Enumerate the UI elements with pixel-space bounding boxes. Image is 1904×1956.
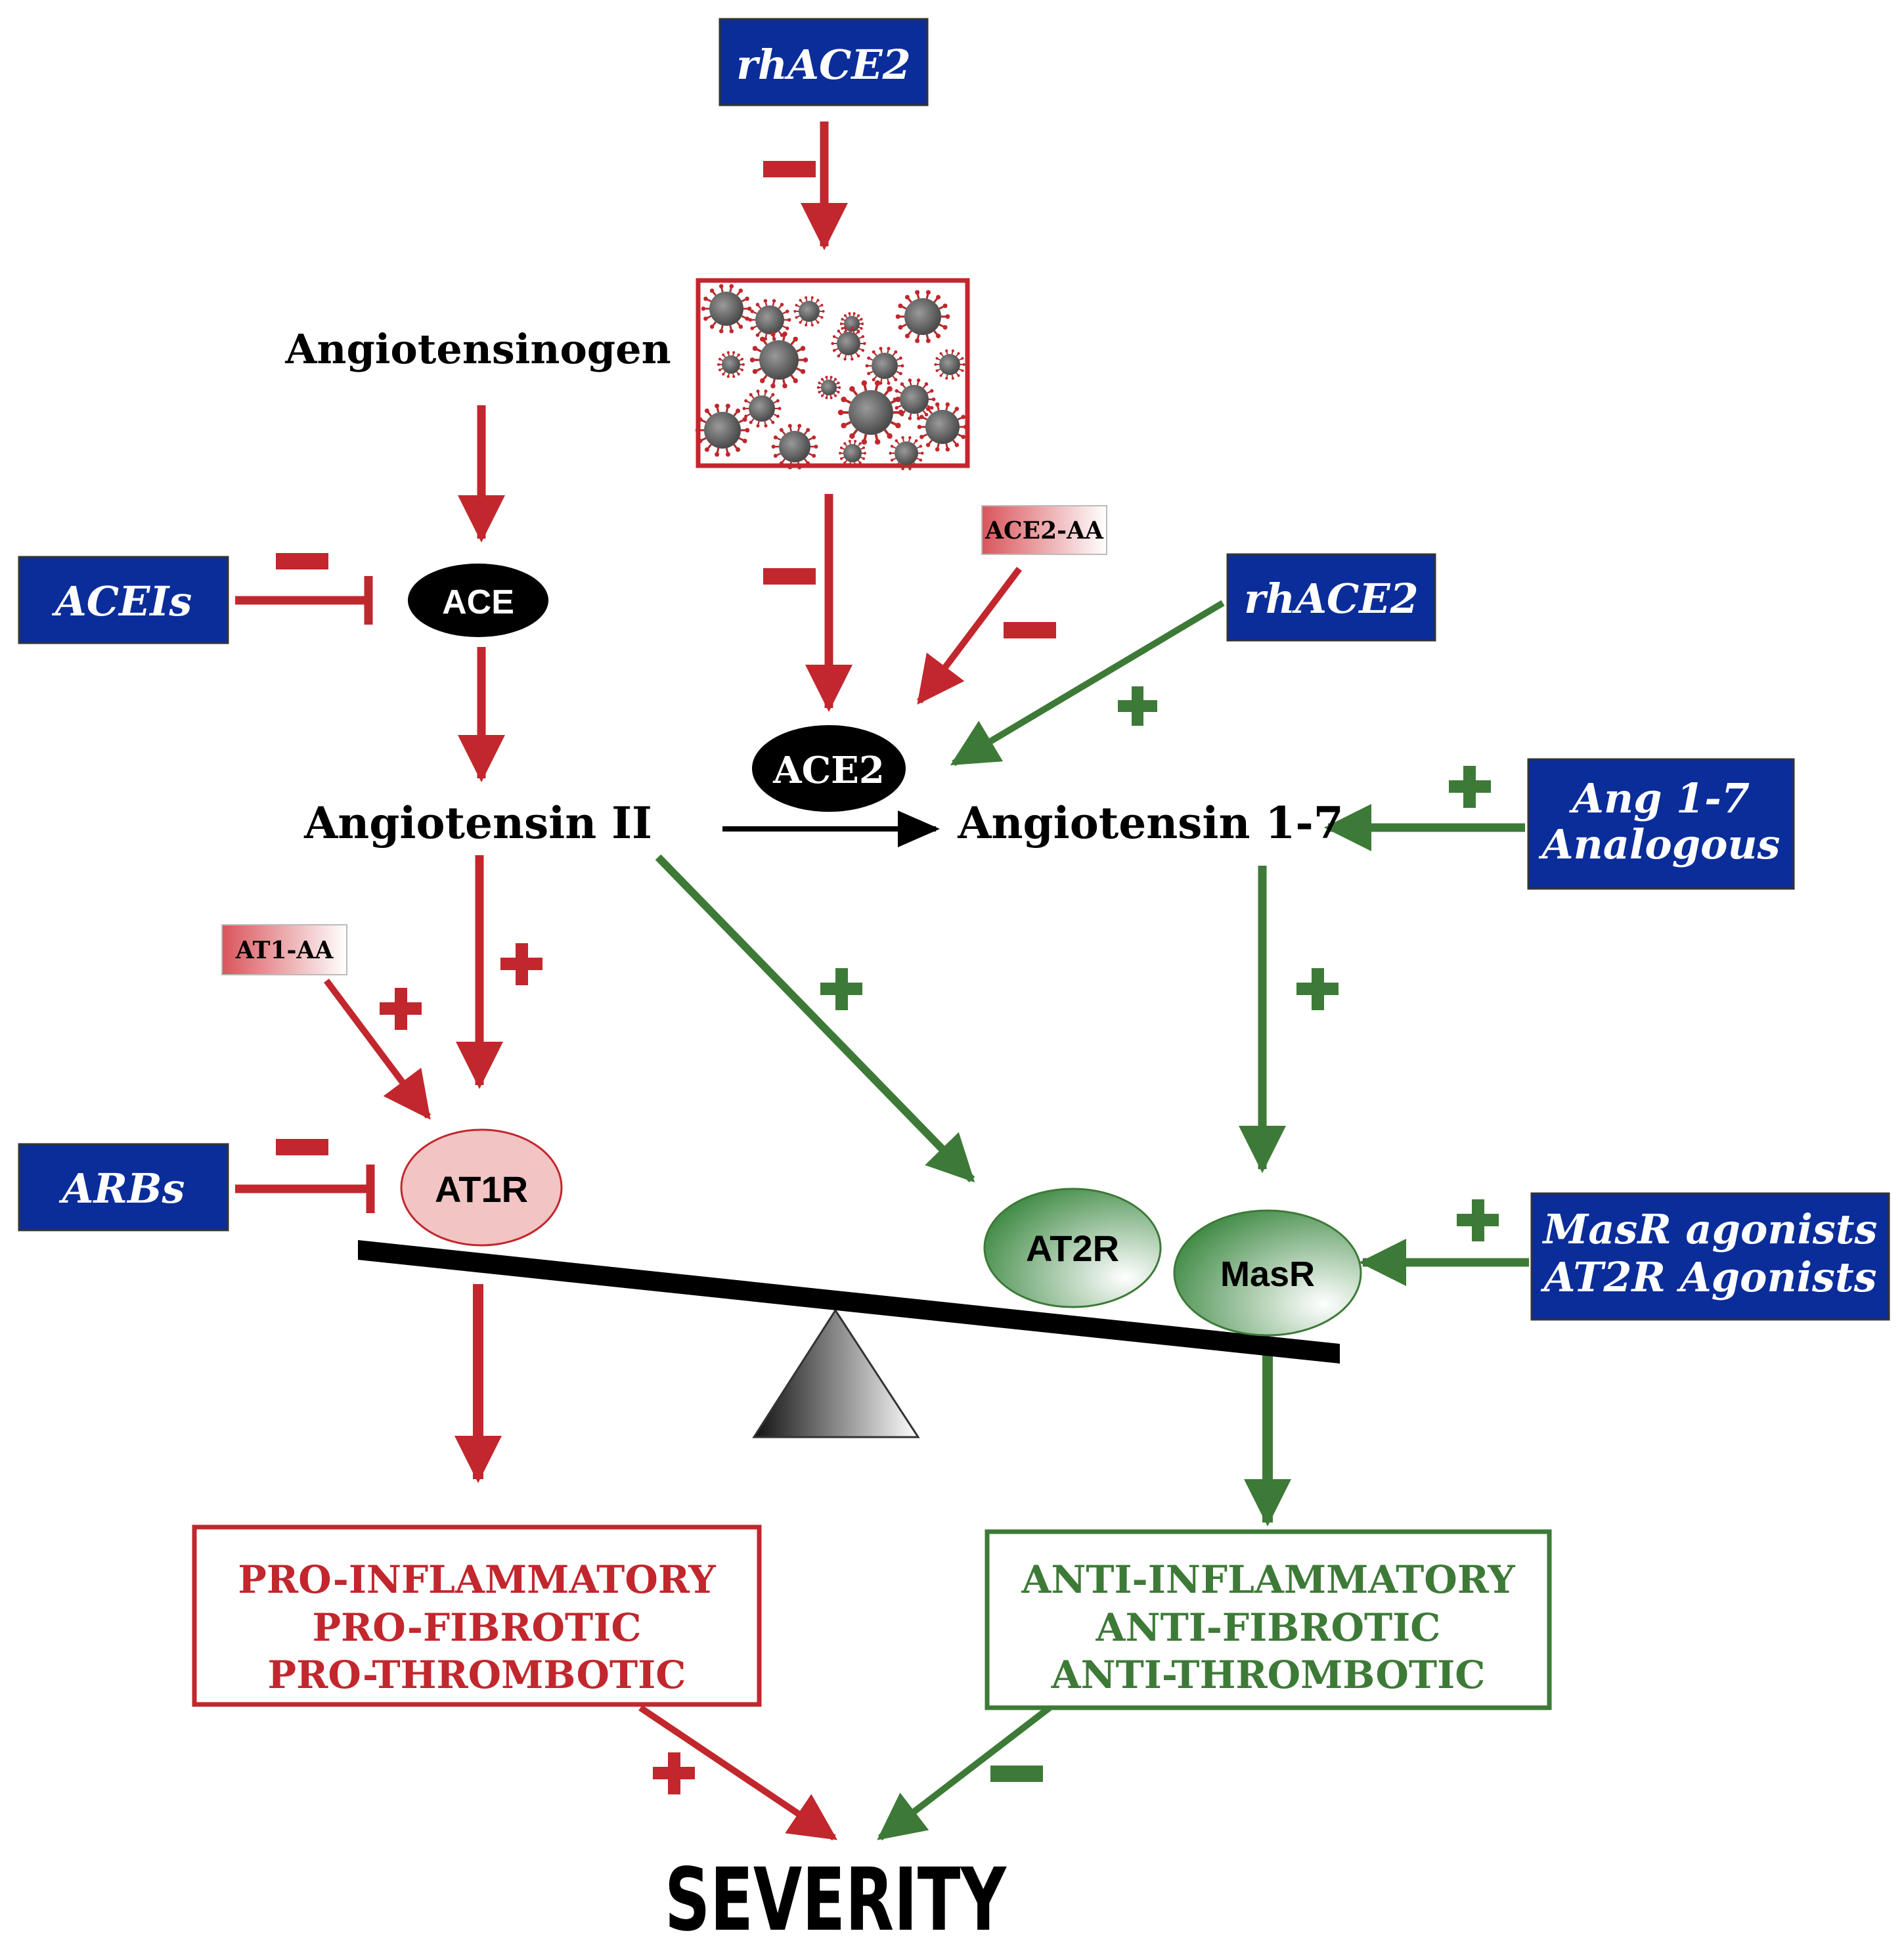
virus-particles [695,284,968,470]
at2r-agonists-label: AT2R Agonists [1541,1253,1877,1301]
pro-effects-box: PRO-INFLAMMATORY PRO-FIBROTIC PRO-THROMB… [192,1524,762,1707]
ace2-enzyme: ACE2 [752,725,906,812]
virus-particle [839,439,866,467]
sars-cov-2-virus-box [695,278,970,470]
plus-sign-rhace2-ace2 [1118,686,1157,726]
virus-particle [889,436,924,470]
ace2-aa-tag: ACE2-AA [981,505,1107,555]
pro-thrombotic-label: PRO-THROMBOTIC [268,1653,686,1697]
virus-particle [934,349,965,380]
virus-particle [793,296,825,327]
rhace2-drug-box-right: rhACE2 [1226,553,1436,642]
minus-sign-anti-severity [990,1766,1043,1782]
angiotensin-1-7-label: Angiotensin 1-7 [957,797,1343,849]
masr-label: MasR [1220,1255,1315,1294]
ang17-analog-line2: Analogous [1539,820,1781,868]
minus-sign-rhace2-virus [763,161,816,177]
arrow-pro-to-severity [638,1704,837,1841]
ang17-analogous-drug-box: Ang 1-7 Analogous [1527,758,1795,890]
arrow-angii-to-at2r [655,854,975,1183]
rhace2-drug-box-top: rhACE2 [719,18,929,106]
virus-particle [701,284,752,334]
virus-particle [895,290,950,344]
virus-particle [816,376,841,399]
masr-at2r-agonists-drug-box: MasR agonists AT2R Agonists [1530,1192,1890,1321]
arrow-ace2aa-to-ace2 [917,566,1022,705]
masr-receptor: MasR [1173,1209,1362,1337]
virus-particle [749,331,808,389]
rhace2-right-label: rhACE2 [1244,575,1419,623]
plus-sign-agonists [1457,1199,1499,1241]
minus-sign-virus-ace2 [763,568,816,585]
angiotensinogen-label: Angiotensinogen [284,325,671,373]
ace2-aa-label: ACE2-AA [985,517,1104,545]
rhace2-top-label: rhACE2 [736,41,911,89]
plus-sign-pro-severity [653,1752,695,1794]
seesaw-beam [358,1240,1340,1364]
anti-inflammatory-label: ANTI-INFLAMMATORY [1021,1557,1515,1602]
arbs-label: ARBs [59,1165,185,1212]
masr-agonists-label: MasR agonists [1542,1205,1878,1253]
plus-sign-angii-at2r [820,968,862,1010]
at1r-label: AT1R [435,1168,528,1210]
minus-sign-arbs [276,1139,328,1155]
virus-particle [771,424,818,470]
arrow-anti-to-severity [877,1705,1052,1840]
at2r-receptor: AT2R [983,1188,1162,1308]
plus-sign-at1aa [380,988,422,1030]
plus-sign-ang17-masr [1296,968,1339,1010]
at2r-label: AT2R [1026,1228,1119,1269]
minus-sign-aceis [276,553,328,569]
plus-sign-analog [1449,766,1491,808]
virus-particle [831,326,866,361]
arbs-drug-box: ARBs [18,1143,229,1232]
virus-particle [893,378,936,420]
virus-particle [837,380,904,445]
angiotensin-ii-label: Angiotensin II [303,797,652,849]
ace2-label: ACE2 [772,749,885,792]
ang17-analog-line1: Ang 1-7 [1569,774,1750,822]
virus-particle [717,351,745,378]
plus-sign-angii-at1r [500,943,542,985]
anti-thrombotic-label: ANTI-THROMBOTIC [1051,1653,1486,1697]
at1r-receptor: AT1R [400,1128,563,1247]
ace-enzyme: ACE [408,564,548,637]
pro-fibrotic-label: PRO-FIBROTIC [312,1605,641,1650]
severity-label: SEVERITY [665,1850,1007,1951]
virus-particle [917,402,968,452]
aceis-drug-box: ACEIs [18,556,229,644]
anti-fibrotic-label: ANTI-FIBROTIC [1096,1605,1441,1650]
virus-particle [695,403,750,457]
minus-sign-ace2aa [1004,622,1056,638]
aceis-label: ACEIs [52,577,192,625]
at1-aa-label: AT1-AA [235,937,334,964]
arrow-rhace2-to-ace2 [950,600,1225,767]
pro-inflammatory-label: PRO-INFLAMMATORY [238,1557,716,1602]
virus-particle [742,389,782,428]
anti-effects-box: ANTI-INFLAMMATORY ANTI-FIBROTIC ANTI-THR… [985,1529,1552,1710]
arrow-at1aa-to-at1r [323,979,432,1120]
at1-aa-tag: AT1-AA [221,924,347,975]
virus-particle [865,347,904,385]
ace-label: ACE [442,583,514,621]
seesaw-fulcrum [752,1308,920,1438]
